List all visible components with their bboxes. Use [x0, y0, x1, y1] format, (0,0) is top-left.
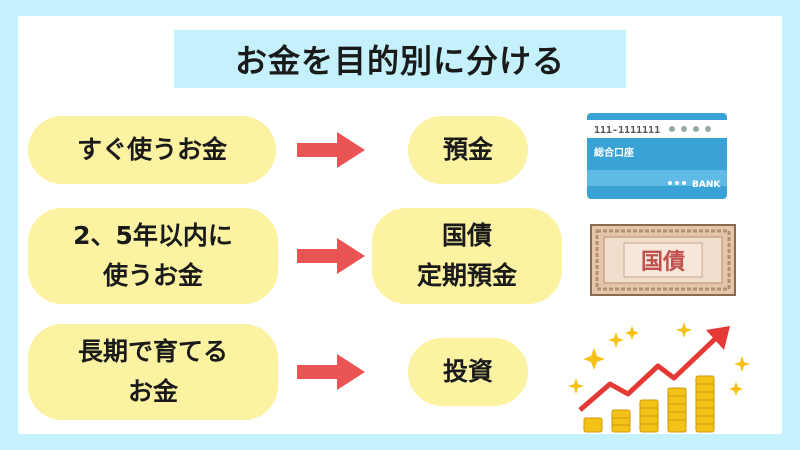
dest-text-deposit: 預金 — [442, 135, 493, 164]
arrow-right-icon — [297, 354, 365, 390]
source-pill-longterm: 長期で育てる お金 — [28, 324, 278, 420]
dest-text-bonds-line1: 国債 — [441, 221, 492, 250]
card-account-label: 総合口座 — [594, 146, 634, 159]
bank-card-icon: 111-1111111 総合口座 BANK — [587, 113, 727, 199]
source-text-longterm-line1: 長期で育てる — [77, 337, 228, 366]
dest-pill-investment: 投資 — [408, 338, 528, 406]
government-bond-icon: 国債 — [590, 224, 736, 296]
page-title: お金を目的別に分ける — [174, 30, 626, 88]
dest-pill-bonds: 国債 定期預金 — [372, 208, 562, 304]
source-text-longterm-line2: お金 — [127, 377, 178, 406]
source-text-immediate: すぐ使うお金 — [76, 135, 227, 164]
growth-chart-coins-icon — [568, 322, 750, 433]
source-text-midterm-line2: 使うお金 — [102, 261, 203, 290]
dest-pill-deposit: 預金 — [408, 116, 528, 184]
arrow-right-icon — [297, 132, 365, 168]
source-text-midterm-line1: 2、5年以内に — [73, 221, 233, 250]
dest-text-investment: 投資 — [442, 357, 493, 386]
arrow-right-icon — [297, 238, 365, 274]
bond-label: 国債 — [641, 250, 685, 275]
dest-text-bonds-line2: 定期預金 — [416, 261, 517, 290]
card-bank-label: BANK — [692, 180, 721, 190]
card-number: 111-1111111 — [594, 125, 660, 136]
source-pill-immediate: すぐ使うお金 — [28, 116, 276, 184]
source-pill-midterm: 2、5年以内に 使うお金 — [28, 208, 278, 304]
